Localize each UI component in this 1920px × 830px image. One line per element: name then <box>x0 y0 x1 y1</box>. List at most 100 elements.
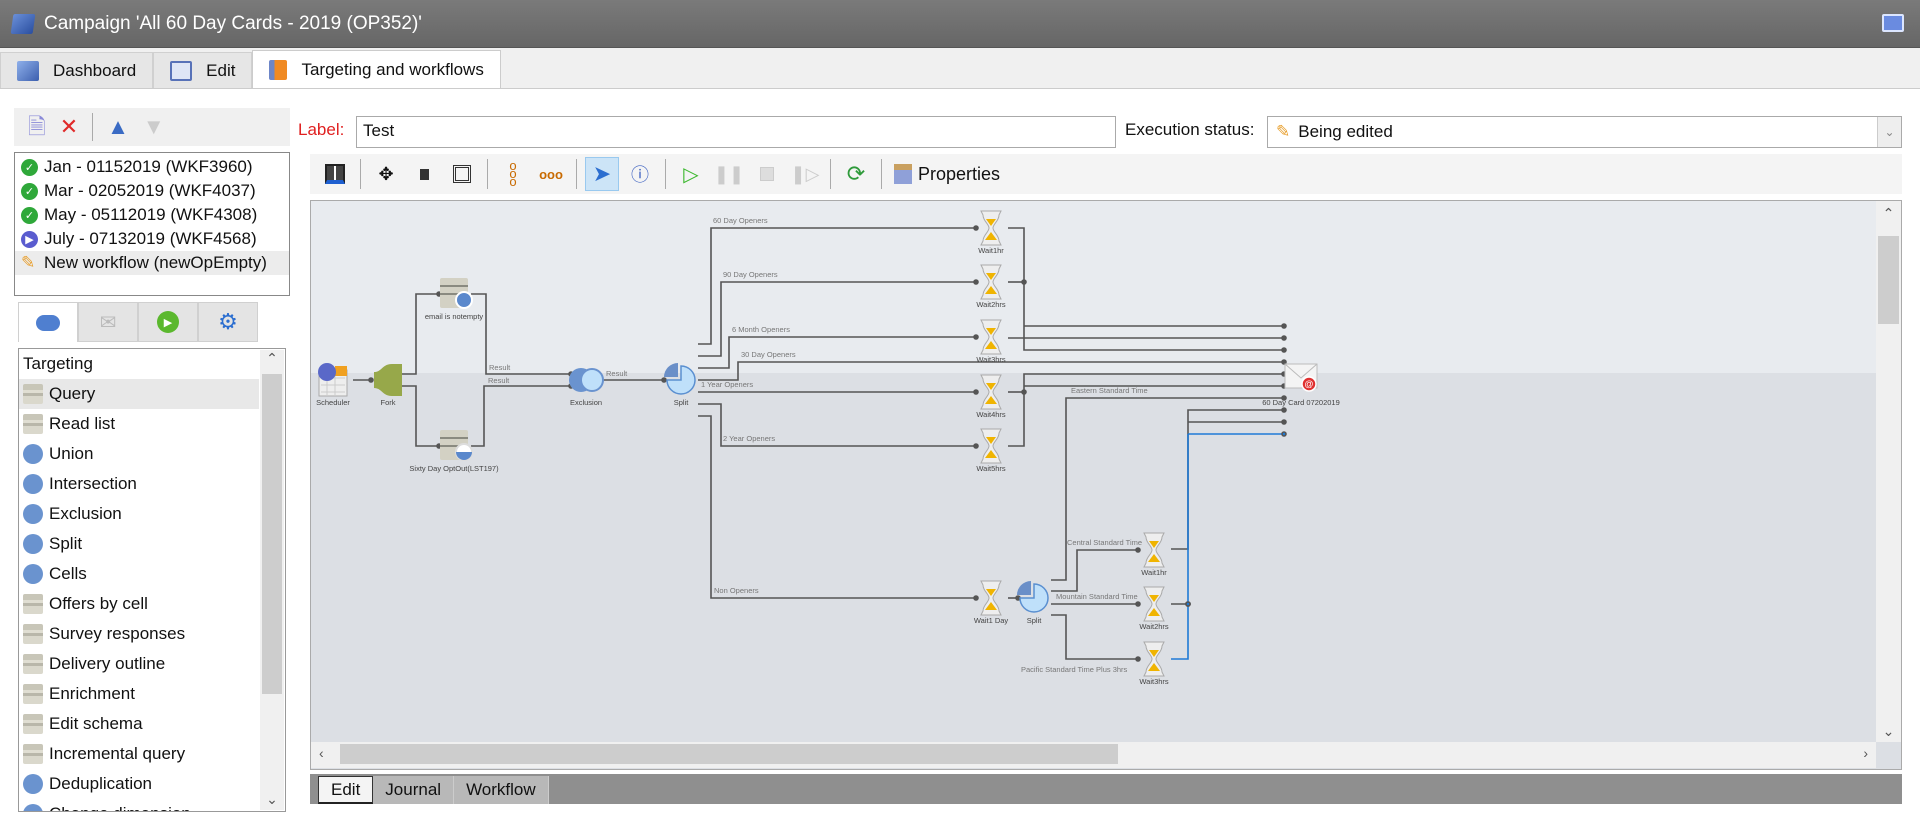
activity-node-split1[interactable]: Split <box>664 363 696 407</box>
bottom-tab-workflow[interactable]: Workflow <box>454 776 549 804</box>
activity-icon <box>23 774 43 794</box>
transition-line[interactable] <box>698 403 976 447</box>
start-button[interactable]: ▷ <box>674 157 708 191</box>
workflow-item[interactable]: ✓May - 05112019 (WKF4308) <box>15 203 289 227</box>
bottom-tab-edit[interactable]: Edit <box>318 776 374 804</box>
palette-item[interactable]: Union <box>19 439 259 469</box>
palette-tab-tools[interactable]: ⚙ <box>198 302 258 342</box>
palette-scroll-thumb[interactable] <box>262 374 282 694</box>
transition-line[interactable] <box>1008 227 1284 351</box>
activity-node-fork[interactable]: Fork <box>374 364 402 407</box>
palette-item[interactable]: Exclusion <box>19 499 259 529</box>
transition-line[interactable] <box>471 293 571 375</box>
activity-node-wait3[interactable]: Wait3hrs <box>976 319 1006 364</box>
stop-button[interactable] <box>750 157 784 191</box>
transition-line[interactable] <box>1051 549 1138 592</box>
workflow-icon <box>269 59 288 80</box>
transition-line[interactable] <box>1171 604 1189 660</box>
label-input[interactable]: Test <box>356 116 1116 148</box>
delete-icon[interactable]: ✕ <box>59 114 79 139</box>
workflow-item[interactable]: ▶July - 07132019 (WKF4568) <box>15 227 289 251</box>
transition-line[interactable] <box>698 336 976 369</box>
tab-targeting-workflows[interactable]: Targeting and workflows <box>252 50 501 88</box>
activity-node-scheduler[interactable]: Scheduler <box>316 363 350 407</box>
properties-button[interactable]: Properties <box>890 157 1004 191</box>
palette-tab-flow-control[interactable]: ▶ <box>138 302 198 342</box>
transition-line[interactable] <box>1051 397 1284 581</box>
bottom-tab-journal[interactable]: Journal <box>373 776 455 804</box>
activity-node-exclusion[interactable]: Exclusion <box>569 368 604 407</box>
activity-node-tz-wait3[interactable]: Wait3hrs <box>1139 641 1169 686</box>
activity-node-tz-wait1[interactable]: Wait1hr <box>1141 532 1167 577</box>
scroll-down-icon[interactable]: ⌄ <box>1882 723 1895 739</box>
activity-node-wait2[interactable]: Wait2hrs <box>976 264 1006 309</box>
vertical-scroll-thumb[interactable] <box>1878 236 1899 324</box>
tab-edit[interactable]: Edit <box>153 52 253 89</box>
transition-line[interactable] <box>401 385 439 447</box>
transition-line[interactable] <box>471 385 571 447</box>
palette-item[interactable]: Read list <box>19 409 259 439</box>
pause-button[interactable]: ❚❚ <box>712 157 746 191</box>
tab-dashboard[interactable]: Dashboard <box>0 52 154 89</box>
horizontal-scroll-thumb[interactable] <box>340 744 1118 764</box>
palette-item[interactable]: Change dimension <box>19 799 259 811</box>
palette-item[interactable]: Intersection <box>19 469 259 499</box>
separator <box>360 159 361 189</box>
activity-node-wait1[interactable]: Wait1hr <box>978 210 1004 255</box>
scroll-right-icon[interactable]: › <box>1863 745 1868 761</box>
palette-item[interactable]: Split <box>19 529 259 559</box>
palette-tab-delivery[interactable]: ✉ <box>78 302 138 342</box>
move-button[interactable]: ✥ <box>369 157 403 191</box>
transition-line[interactable] <box>698 415 976 599</box>
info-button[interactable]: ⓘ <box>623 157 657 191</box>
move-down-icon[interactable]: ▼ <box>142 114 165 139</box>
activity-node-optout[interactable]: Sixty Day OptOut(LST197) <box>409 430 499 473</box>
activity-node-email-query[interactable]: email is notempty <box>425 278 484 321</box>
move-up-icon[interactable]: ▲ <box>107 114 129 139</box>
palette-item[interactable]: Edit schema <box>19 709 259 739</box>
new-workflow-icon[interactable]: 🗎 <box>28 114 46 139</box>
transition-line[interactable] <box>1008 373 1284 447</box>
palette-item[interactable]: Offers by cell <box>19 589 259 619</box>
transition-line[interactable] <box>401 293 439 375</box>
workflow-item[interactable]: ✓Mar - 02052019 (WKF4037) <box>15 179 289 203</box>
workflow-item[interactable]: ✓Jan - 01152019 (WKF3960) <box>15 155 289 179</box>
activity-node-wait4[interactable]: Wait4hrs <box>976 374 1006 419</box>
activity-icon <box>23 384 43 404</box>
normal-size-button[interactable] <box>407 157 441 191</box>
workflow-item[interactable]: ✎New workflow (newOpEmpty) <box>15 251 289 275</box>
palette-item[interactable]: Query <box>19 379 259 409</box>
scroll-up-icon[interactable]: ⌃ <box>1882 205 1895 221</box>
fit-to-page-button[interactable] <box>445 157 479 191</box>
activity-node-wait-day[interactable]: Wait1 Day <box>974 580 1009 625</box>
activity-icon <box>23 504 43 524</box>
align-horizontal-button[interactable]: ooo <box>534 157 568 191</box>
toggle-panel-button[interactable] <box>318 157 352 191</box>
activity-node-tz-wait2[interactable]: Wait2hrs <box>1139 586 1169 631</box>
transition-line[interactable] <box>698 281 976 357</box>
palette-tab-targeting[interactable] <box>18 302 78 342</box>
activity-node-delivery[interactable]: @60 Day Card 07202019 <box>1262 363 1340 407</box>
scroll-left-icon[interactable]: ‹ <box>319 745 324 761</box>
palette-item[interactable]: Survey responses <box>19 619 259 649</box>
link-mode-button[interactable]: ➤ <box>585 157 619 191</box>
execution-status-select[interactable]: ✎ Being edited ⌄ <box>1267 116 1902 148</box>
transition-line[interactable] <box>1051 614 1138 660</box>
chevron-down-icon[interactable]: ⌄ <box>1877 117 1901 147</box>
scroll-down-icon[interactable]: ⌄ <box>266 791 278 807</box>
resume-button[interactable]: ❚▷ <box>788 157 822 191</box>
refresh-button[interactable]: ⟳ <box>839 157 873 191</box>
activity-node-split2[interactable]: Split <box>1017 581 1049 625</box>
activity-node-wait5[interactable]: Wait5hrs <box>976 428 1006 473</box>
palette-item[interactable]: Delivery outline <box>19 649 259 679</box>
transition-line[interactable] <box>698 227 976 345</box>
transition-line[interactable] <box>698 361 1284 381</box>
scroll-up-icon[interactable]: ⌃ <box>266 350 278 366</box>
palette-item[interactable]: Cells <box>19 559 259 589</box>
restore-window-button[interactable] <box>1882 14 1904 32</box>
palette-item[interactable]: Incremental query <box>19 739 259 769</box>
palette-item[interactable]: Deduplication <box>19 769 259 799</box>
palette-item[interactable]: Enrichment <box>19 679 259 709</box>
